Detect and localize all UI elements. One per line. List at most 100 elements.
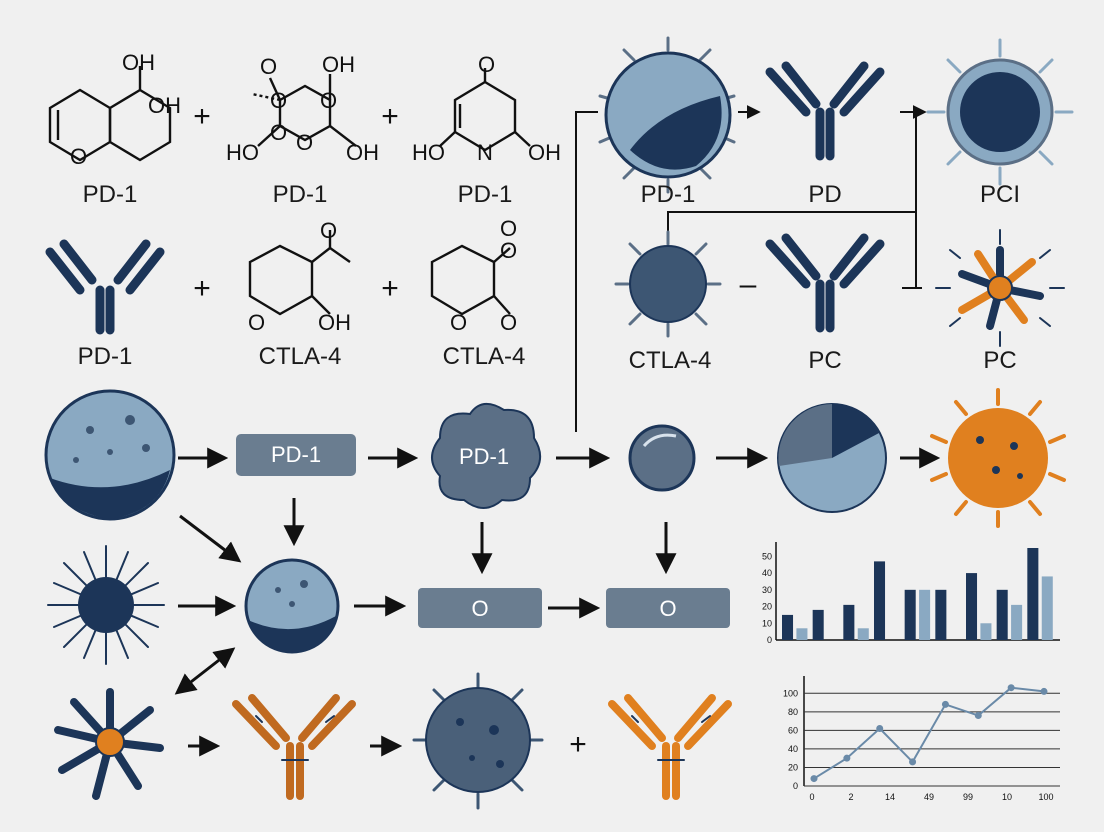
data-point xyxy=(1040,687,1048,695)
bar xyxy=(1011,604,1023,640)
mol2-atom-6: O xyxy=(270,120,287,145)
data-point xyxy=(1007,684,1015,692)
bar xyxy=(782,614,794,640)
mol4-atom-2: O xyxy=(248,310,265,335)
data-point xyxy=(974,712,982,720)
data-point xyxy=(941,700,949,708)
plus-sign: + xyxy=(569,728,587,761)
mol2-atom-1: O xyxy=(260,54,277,79)
y-tick-label: 0 xyxy=(793,781,798,791)
orange-antibody-icon xyxy=(608,694,732,800)
mol2-atom-3: O xyxy=(270,88,287,113)
plus-sign: + xyxy=(193,272,211,305)
bar xyxy=(843,604,855,640)
pie-icon xyxy=(777,403,887,513)
mol5-atom-2: O xyxy=(500,238,517,263)
mol2-atom-8: OH xyxy=(346,140,379,165)
mol3-label: PD-1 xyxy=(458,181,513,208)
mol2-atom-2: OH xyxy=(322,52,355,77)
virus-icon xyxy=(614,230,722,338)
cratered-cell-icon xyxy=(244,558,340,654)
cloud-shape xyxy=(431,403,541,509)
mol2-label: PD-1 xyxy=(273,181,328,208)
molecule-4 xyxy=(248,230,351,316)
y-tick-label: 60 xyxy=(788,725,798,735)
bar xyxy=(1041,576,1053,640)
mol5-atom-1: O xyxy=(500,216,517,241)
data-point xyxy=(876,725,884,733)
bar xyxy=(919,589,931,640)
spiky-cell-icon xyxy=(598,36,736,194)
sphere-icon xyxy=(628,424,696,492)
y-tick-label: 80 xyxy=(788,707,798,717)
antibody2-label: PC xyxy=(808,347,841,374)
result-label: PCI xyxy=(980,181,1020,208)
y-tick-label: 20 xyxy=(762,602,772,612)
mol3-atom-1: O xyxy=(478,52,495,77)
bar xyxy=(935,589,947,640)
y-tick-label: 40 xyxy=(788,744,798,754)
mol4-atom-3: OH xyxy=(318,310,351,335)
cell-label: PD-1 xyxy=(641,181,696,208)
arrow xyxy=(179,514,242,563)
mol2-atom-4: O xyxy=(320,88,337,113)
minus-sign: – xyxy=(740,268,757,301)
burst-label: PC xyxy=(983,347,1016,374)
mol1-atom-1: OH xyxy=(122,50,155,75)
bar xyxy=(812,609,824,640)
x-tick-label: 10 xyxy=(1002,792,1012,802)
bar xyxy=(996,589,1008,640)
mol5-label: CTLA-4 xyxy=(443,343,526,370)
x-tick-label: 99 xyxy=(963,792,973,802)
bar xyxy=(857,628,869,640)
y-tick-label: 20 xyxy=(788,762,798,772)
double-arrow xyxy=(174,647,236,695)
mol3-atom-2: HO xyxy=(412,140,445,165)
molecule-3 xyxy=(439,68,531,152)
cratered-cell-icon xyxy=(44,389,176,521)
burst-icon xyxy=(935,229,1065,347)
virus-label: CTLA-4 xyxy=(629,347,712,374)
antibody-icon xyxy=(765,233,885,333)
x-tick-label: 14 xyxy=(885,792,895,802)
flow-box-label: O xyxy=(471,596,488,621)
orange-antibody-icon xyxy=(232,694,356,800)
x-tick-label: 49 xyxy=(924,792,934,802)
mol2-atom-7: O xyxy=(296,130,313,155)
bar xyxy=(904,589,916,640)
bar xyxy=(874,561,886,640)
bar xyxy=(796,628,808,640)
antibody-label: PD xyxy=(808,181,841,208)
y-tick-label: 0 xyxy=(767,635,772,645)
bar xyxy=(966,573,978,640)
spiky-cell-icon xyxy=(926,38,1074,186)
orange-virus-icon xyxy=(930,388,1066,528)
x-tick-label: 0 xyxy=(809,792,814,802)
plus-sign: + xyxy=(193,100,211,133)
y-tick-label: 40 xyxy=(762,568,772,578)
mol3-atom-4: OH xyxy=(528,140,561,165)
flow-box-label: O xyxy=(659,596,676,621)
plus-sign: + xyxy=(381,272,399,305)
connector-line xyxy=(575,108,917,432)
plus-sign: + xyxy=(381,100,399,133)
molecule-5 xyxy=(430,244,511,316)
mol1-atom-2: OH xyxy=(148,93,181,118)
flow-box xyxy=(236,434,356,476)
mol1-atom-3: O xyxy=(70,144,87,169)
flow-box xyxy=(606,588,730,628)
mol5-atom-4: O xyxy=(500,310,517,335)
cloud-label: PD-1 xyxy=(459,444,509,469)
flow-box-label: PD-1 xyxy=(271,442,321,467)
data-point xyxy=(810,775,818,783)
antibody1-label: PD-1 xyxy=(78,343,133,370)
data-point xyxy=(843,754,851,762)
molecule-1 xyxy=(48,66,172,162)
molecule-2 xyxy=(251,74,357,147)
bar xyxy=(1027,548,1039,640)
y-tick-label: 10 xyxy=(762,618,772,628)
sea-urchin-icon xyxy=(47,545,165,665)
y-tick-label: 50 xyxy=(762,551,772,561)
